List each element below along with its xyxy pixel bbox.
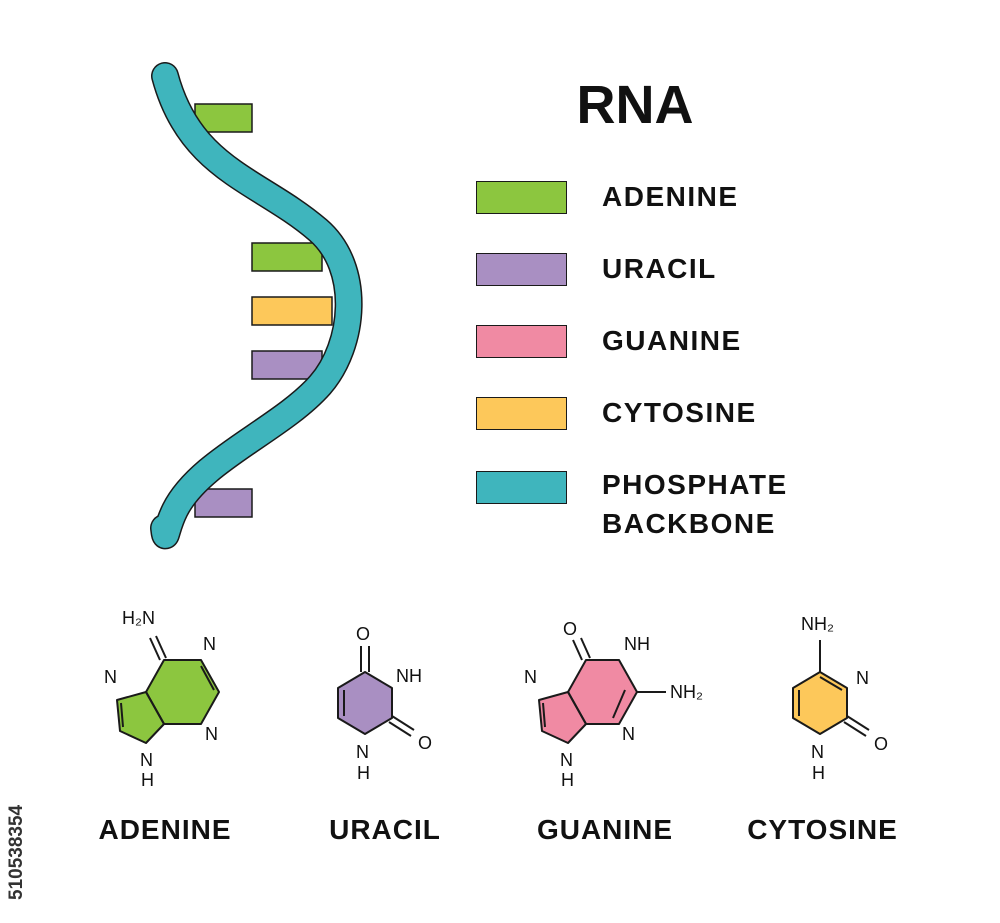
base-uracil-2 xyxy=(194,488,253,518)
molecule-name-adenine: ADENINE xyxy=(98,814,232,845)
legend-label-phosphate: PHOSPHATE xyxy=(602,469,788,500)
adenine-n-bottom-label: N xyxy=(140,750,153,770)
legend-label-uracil: URACIL xyxy=(602,253,717,284)
diagram-title: RNA xyxy=(576,75,694,135)
cytosine-h-label: H xyxy=(812,763,825,783)
uracil-structure: O NH O N H xyxy=(337,624,432,783)
base-stubs xyxy=(194,103,333,518)
uracil-h-label: H xyxy=(357,763,370,783)
cytosine-o-label: O xyxy=(874,734,888,754)
guanine-n-right-label: N xyxy=(622,724,635,744)
guanine-n-left-label: N xyxy=(524,667,537,687)
cytosine-n-label: N xyxy=(856,668,869,688)
phosphate-backbone xyxy=(150,62,363,550)
uracil-n-label: N xyxy=(356,742,369,762)
legend-swatch-guanine xyxy=(476,325,567,358)
cytosine-structure: NH₂ N O N H xyxy=(792,614,888,783)
legend-swatch-backbone xyxy=(476,471,567,504)
guanine-h-label: H xyxy=(561,770,574,790)
guanine-nh2-label: NH₂ xyxy=(670,682,703,702)
stock-image-id: 510538354 xyxy=(6,804,27,900)
adenine-h-label: H xyxy=(141,770,154,790)
guanine-n-bottom-label: N xyxy=(560,750,573,770)
adenine-nh2-label: H₂N xyxy=(122,608,155,628)
uracil-o-right-label: O xyxy=(418,733,432,753)
molecule-name-cytosine: CYTOSINE xyxy=(747,814,898,845)
cytosine-n-bottom-label: N xyxy=(811,742,824,762)
legend-label-backbone: BACKBONE xyxy=(602,508,776,539)
legend-swatch-cytosine xyxy=(476,397,567,430)
base-adenine-2 xyxy=(251,242,323,272)
adenine-n-left-label: N xyxy=(104,667,117,687)
base-cytosine xyxy=(251,296,333,326)
legend-label-guanine: GUANINE xyxy=(602,325,742,356)
molecule-name-guanine: GUANINE xyxy=(536,814,674,845)
guanine-o-label: O xyxy=(563,619,577,639)
legend-label-adenine: ADENINE xyxy=(602,181,739,212)
legend-label-cytosine: CYTOSINE xyxy=(602,397,757,428)
guanine-nh-label: NH xyxy=(624,634,650,654)
uracil-o-top-label: O xyxy=(356,624,370,644)
adenine-structure: H₂N N N N N H xyxy=(104,608,220,790)
guanine-structure: O NH NH₂ N N N H xyxy=(524,619,703,790)
uracil-nh-label: NH xyxy=(396,666,422,686)
legend-swatch-uracil xyxy=(476,253,567,286)
adenine-n-right-label: N xyxy=(205,724,218,744)
adenine-n-top-label: N xyxy=(203,634,216,654)
molecule-name-uracil: URACIL xyxy=(329,814,441,845)
legend-swatch-adenine xyxy=(476,181,567,214)
cytosine-nh2-label: NH₂ xyxy=(801,614,834,634)
